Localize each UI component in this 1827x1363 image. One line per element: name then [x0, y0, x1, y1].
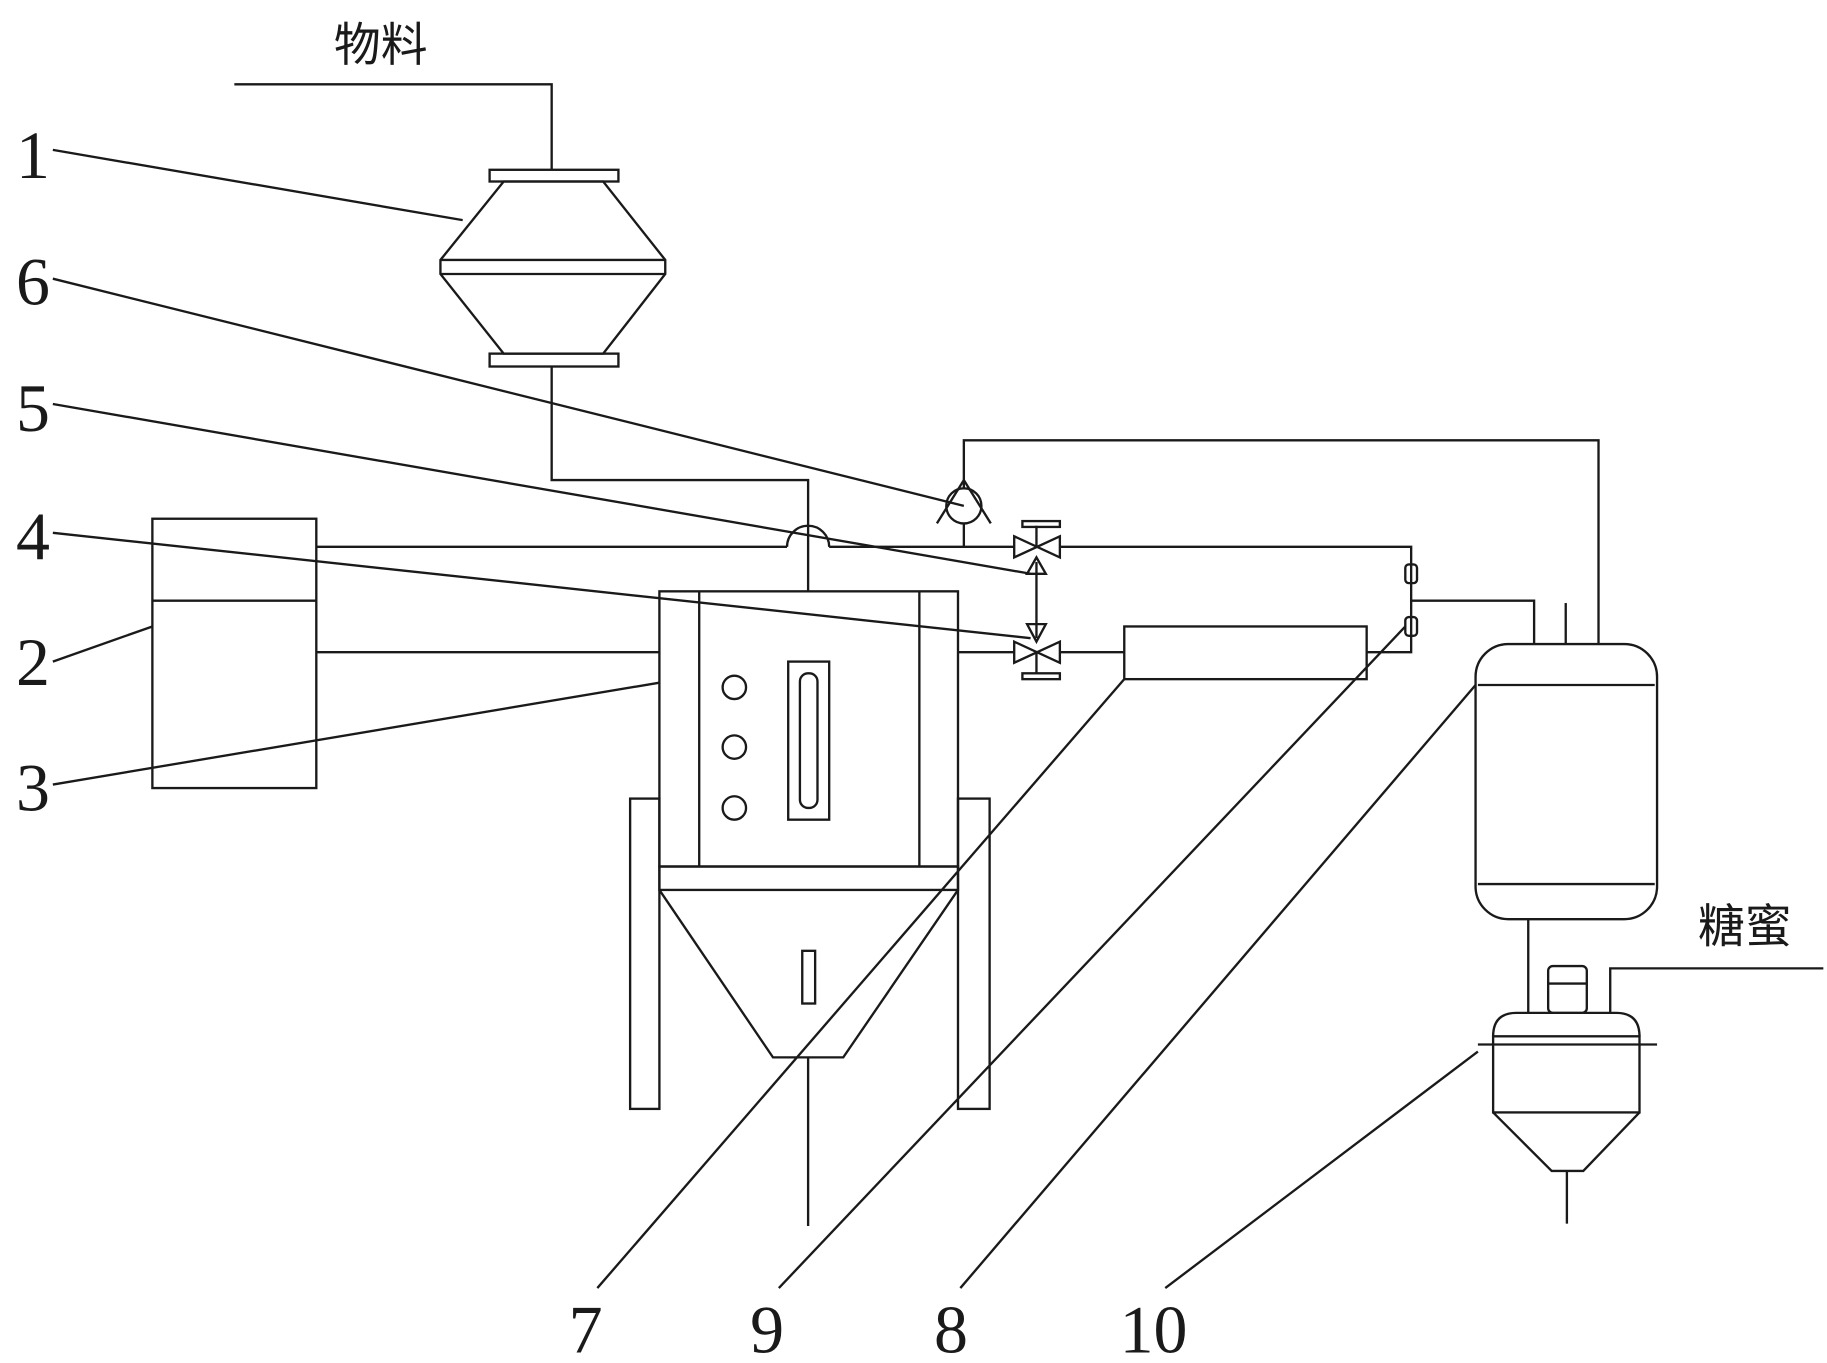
feeder-1 — [440, 170, 665, 367]
label-10: 10 — [1120, 1291, 1188, 1363]
label-2: 2 — [16, 624, 50, 700]
molasses-inlet-label: 糖蜜 — [1698, 901, 1792, 955]
label-5: 5 — [16, 370, 50, 446]
leader-lines — [53, 150, 1478, 1288]
material-inlet-label: 物料 — [334, 19, 428, 73]
dryer-3 — [630, 591, 989, 1109]
label-4: 4 — [16, 499, 50, 575]
heater-7 — [1124, 626, 1366, 679]
label-3: 3 — [16, 749, 50, 825]
tank-8 — [1476, 644, 1657, 919]
label-8: 8 — [934, 1291, 968, 1363]
label-6: 6 — [16, 243, 50, 319]
label-1: 1 — [16, 117, 50, 193]
mixer-10 — [1478, 966, 1657, 1171]
label-7: 7 — [569, 1291, 603, 1363]
label-9: 9 — [750, 1291, 784, 1363]
